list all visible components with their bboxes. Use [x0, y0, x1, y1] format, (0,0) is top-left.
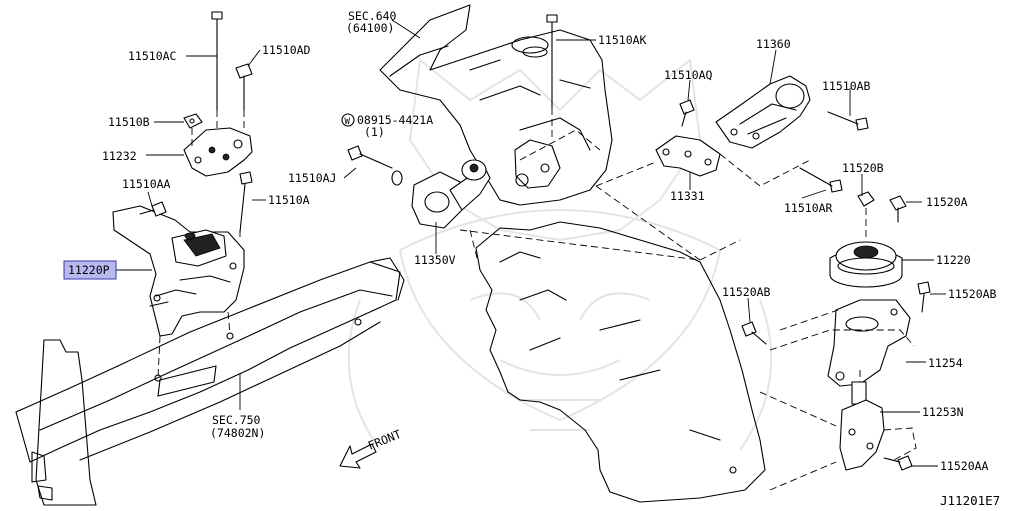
alignment-dashes — [157, 108, 917, 491]
callout-sec750-sub: (74802N) — [210, 426, 265, 440]
front-arrow-icon — [339, 443, 377, 469]
callout-sec640-sub: (64100) — [346, 21, 394, 35]
callouts: SEC.640 (64100) 11510AK 11360 11510AC 11… — [102, 9, 997, 473]
bolt-11520ab-left — [741, 321, 767, 345]
bolt-11510a — [239, 171, 253, 233]
callout-sec640: SEC.640 — [348, 9, 397, 23]
highlight-box[interactable] — [63, 260, 117, 280]
callout-11331[interactable]: 11331 — [670, 189, 705, 203]
torque-rod-11350v — [411, 159, 491, 229]
bolt-11510ad — [235, 63, 253, 111]
callout-11510ab[interactable]: 11510AB — [822, 79, 871, 93]
callout-11510b[interactable]: 11510B — [108, 115, 150, 129]
callout-11220[interactable]: 11220 — [936, 253, 971, 267]
bolt-11510aq — [679, 99, 695, 127]
bolt-11510aa — [139, 201, 167, 217]
bolt-11520ab-right — [917, 281, 931, 313]
bracket-11254 — [827, 299, 911, 387]
washer-08915 — [391, 170, 403, 186]
callout-11510aa[interactable]: 11510AA — [122, 177, 171, 191]
bolt-11520a — [889, 195, 907, 223]
callout-11220p[interactable]: 11220P — [68, 263, 110, 277]
engine-mount-left — [112, 205, 245, 337]
bracket-11331 — [655, 135, 721, 177]
callout-11254[interactable]: 11254 — [928, 356, 963, 370]
callout-11510ac[interactable]: 11510AC — [128, 49, 177, 63]
callout-11510ad[interactable]: 11510AD — [262, 43, 311, 57]
engine-block — [475, 221, 766, 503]
mount-11220 — [829, 241, 903, 288]
callout-11510aq[interactable]: 11510AQ — [664, 68, 713, 82]
callout-11510ak[interactable]: 11510AK — [598, 33, 647, 47]
callout-11520aa[interactable]: 11520AA — [940, 459, 989, 473]
nut-11510b — [183, 113, 203, 129]
bolt-11510ac — [211, 11, 223, 111]
callout-11510a[interactable]: 11510A — [268, 193, 310, 207]
transmission-housing — [379, 4, 613, 206]
bracket-11232 — [183, 127, 253, 177]
bolt-11510ab — [827, 111, 869, 131]
callout-11232[interactable]: 11232 — [102, 149, 137, 163]
callout-08915-qty: (1) — [364, 125, 385, 139]
side-member-frame — [15, 257, 405, 463]
callout-11520b[interactable]: 11520B — [842, 161, 884, 175]
frame-left-pillar — [31, 339, 97, 506]
callout-11520ab-left[interactable]: 11520AB — [722, 285, 771, 299]
nut-11520b — [857, 191, 875, 207]
callout-11520a[interactable]: 11520A — [926, 195, 968, 209]
callout-11520ab-right[interactable]: 11520AB — [948, 287, 997, 301]
front-label: FRONT — [366, 427, 403, 453]
callout-sec750: SEC.750 — [212, 413, 261, 427]
callout-11360[interactable]: 11360 — [756, 37, 791, 51]
callout-11510ar[interactable]: 11510AR — [784, 201, 833, 215]
diagram-code: J11201E7 — [940, 493, 1000, 508]
callout-11350v[interactable]: 11350V — [414, 253, 456, 267]
callout-11510aj[interactable]: 11510AJ — [288, 171, 336, 185]
bolt-11510ak — [546, 14, 558, 109]
callout-w-marker: W — [341, 113, 355, 127]
callout-11253n[interactable]: 11253N — [922, 405, 964, 419]
callout-08915[interactable]: 08915-4421A — [357, 113, 433, 127]
bolt-11510ar — [799, 167, 843, 193]
bracket-11253n — [839, 381, 885, 471]
bolt-11510aj — [347, 145, 393, 169]
w-marker-label: W — [345, 117, 351, 127]
mount-11360 — [715, 75, 811, 149]
leader-lines — [116, 19, 946, 467]
